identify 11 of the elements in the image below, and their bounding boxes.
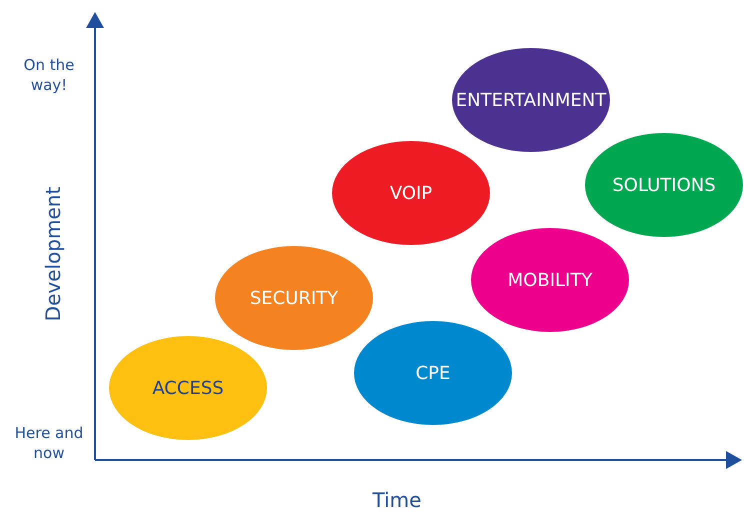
axis-title: Development — [43, 186, 63, 324]
bubble-label: VOIP — [390, 182, 432, 204]
axis-end-label: Here and now — [14, 423, 84, 463]
bubble-label: ENTERTAINMENT — [456, 90, 606, 110]
bubble-label: SOLUTIONS — [612, 174, 716, 196]
axis-end-label: On the way! — [22, 55, 76, 95]
axis-title: Time — [372, 490, 422, 510]
bubble-label: ACCESS — [152, 378, 224, 398]
bubble-label: SECURITY — [250, 288, 338, 308]
bubble-label: CPE — [416, 362, 450, 384]
bubble-label: MOBILITY — [508, 270, 592, 290]
